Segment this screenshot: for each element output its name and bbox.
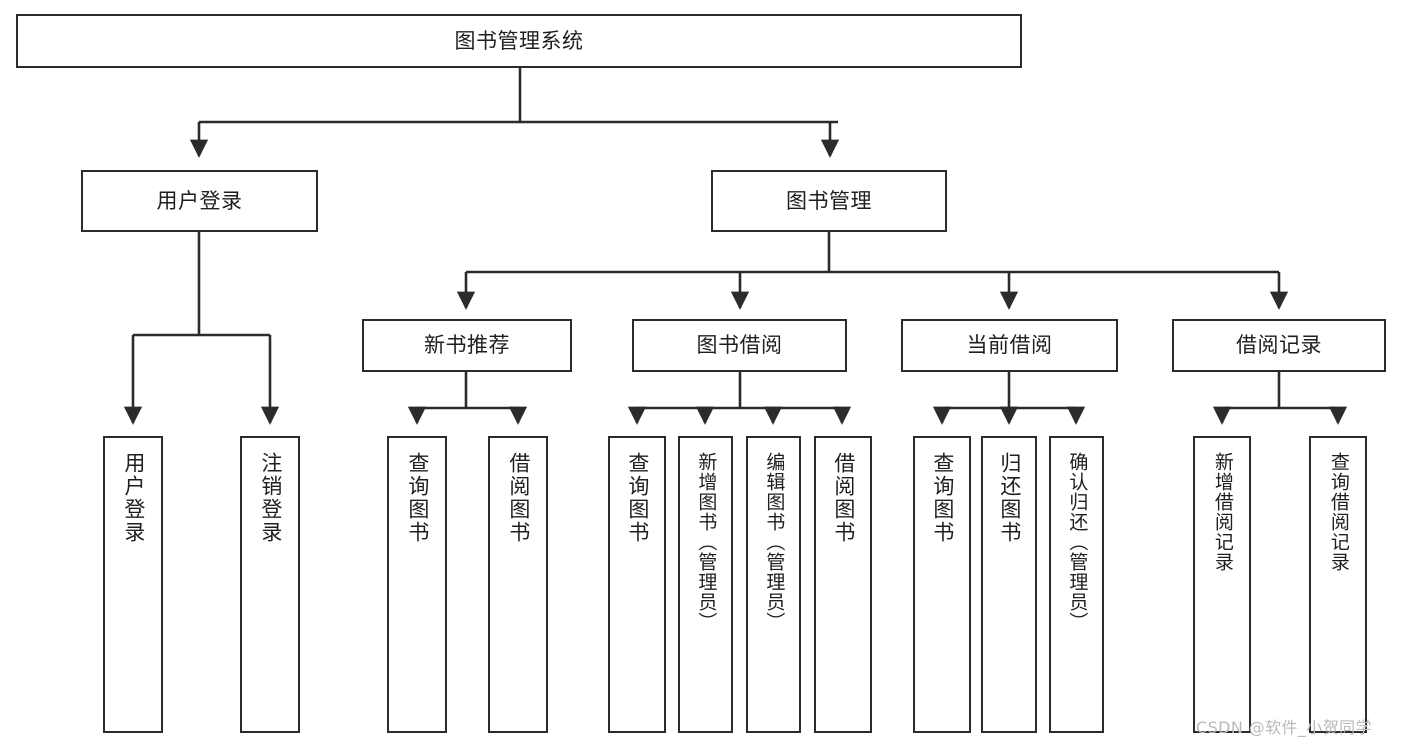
node-user-login[interactable]: 用户登录 — [81, 170, 318, 232]
node-book-manage-label: 图书管理 — [786, 188, 872, 213]
node-leaf-logout[interactable]: 注销登录 — [240, 436, 300, 733]
node-root-label: 图书管理系统 — [454, 28, 584, 53]
node-new-book-rec-label: 新书推荐 — [424, 333, 510, 358]
node-leaf-user-login-label: 用户登录 — [121, 452, 146, 544]
node-leaf-query-book-2-label: 查询图书 — [625, 452, 650, 544]
node-leaf-confirm-return[interactable]: 确认归还（管理员） — [1049, 436, 1104, 733]
node-leaf-query-book-3[interactable]: 查询图书 — [913, 436, 971, 733]
node-leaf-add-record[interactable]: 新增借阅记录 — [1193, 436, 1251, 733]
node-leaf-query-book-3-label: 查询图书 — [930, 452, 955, 544]
node-borrow-record-label: 借阅记录 — [1236, 333, 1322, 358]
node-leaf-borrow-book-1[interactable]: 借阅图书 — [488, 436, 548, 733]
node-leaf-add-book[interactable]: 新增图书（管理员） — [678, 436, 733, 733]
node-leaf-edit-book[interactable]: 编辑图书（管理员） — [746, 436, 801, 733]
node-user-login-label: 用户登录 — [156, 188, 243, 213]
node-leaf-add-record-label: 新增借阅记录 — [1211, 452, 1234, 572]
node-leaf-borrow-book-2-label: 借阅图书 — [831, 452, 856, 544]
node-leaf-query-book-1[interactable]: 查询图书 — [387, 436, 447, 733]
node-leaf-confirm-return-label: 确认归还（管理员） — [1066, 452, 1089, 632]
node-leaf-query-book-2[interactable]: 查询图书 — [608, 436, 666, 733]
node-leaf-return-book[interactable]: 归还图书 — [981, 436, 1037, 733]
node-book-borrow[interactable]: 图书借阅 — [632, 319, 847, 372]
node-root[interactable]: 图书管理系统 — [16, 14, 1022, 68]
node-leaf-add-book-label: 新增图书（管理员） — [695, 452, 718, 632]
node-leaf-edit-book-label: 编辑图书（管理员） — [763, 452, 786, 632]
node-leaf-borrow-book-2[interactable]: 借阅图书 — [814, 436, 872, 733]
node-leaf-query-record-label: 查询借阅记录 — [1327, 452, 1350, 572]
node-leaf-query-record[interactable]: 查询借阅记录 — [1309, 436, 1367, 733]
node-current-borrow[interactable]: 当前借阅 — [901, 319, 1118, 372]
node-current-borrow-label: 当前借阅 — [966, 333, 1053, 358]
node-book-manage[interactable]: 图书管理 — [711, 170, 947, 232]
node-leaf-query-book-1-label: 查询图书 — [405, 452, 430, 544]
node-borrow-record[interactable]: 借阅记录 — [1172, 319, 1386, 372]
node-leaf-borrow-book-1-label: 借阅图书 — [506, 452, 531, 544]
node-leaf-logout-label: 注销登录 — [258, 452, 283, 544]
node-leaf-user-login[interactable]: 用户登录 — [103, 436, 163, 733]
csdn-watermark: CSDN @软件_小贺同学 — [1196, 718, 1372, 737]
node-new-book-rec[interactable]: 新书推荐 — [362, 319, 572, 372]
node-book-borrow-label: 图书借阅 — [696, 333, 783, 358]
node-leaf-return-book-label: 归还图书 — [997, 452, 1022, 544]
